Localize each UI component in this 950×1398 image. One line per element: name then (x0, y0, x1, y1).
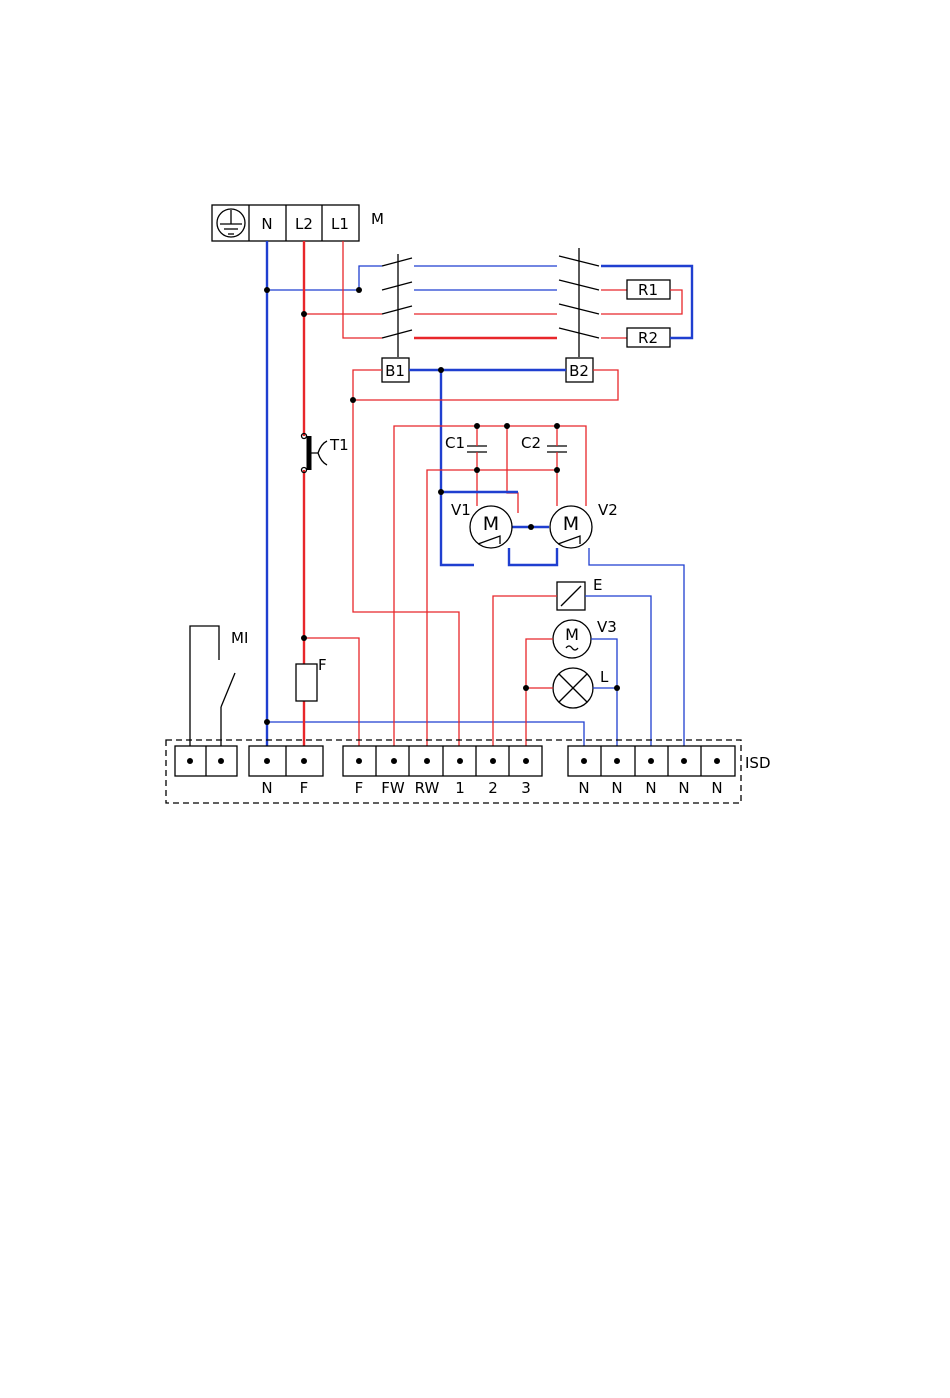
mains-terminal-l1: L1 (331, 215, 349, 233)
fan-v2-label: V2 (598, 501, 618, 519)
contactor-bridge-wires (414, 266, 557, 338)
fuse-f: F (296, 656, 327, 701)
fuse-label: F (318, 656, 327, 674)
contactor-b2-label: B2 (569, 362, 589, 380)
terminal-n-3: N (645, 779, 656, 797)
terminal-3: 3 (521, 779, 531, 797)
motor-v3-label: V3 (597, 618, 617, 636)
heater-r1-label: R1 (638, 281, 658, 299)
switch-mi-label: MI (231, 629, 248, 647)
heater-r2: R2 (601, 266, 692, 347)
component-e-label: E (593, 576, 602, 594)
heater-r1: R1 (601, 280, 682, 314)
switch-mi: MI (190, 626, 248, 763)
terminal-fw: FW (381, 779, 405, 797)
terminal-strip: ISD N F F FW RW 1 2 3 N N N N N (166, 740, 771, 803)
fan-v1-symbol: M (483, 513, 499, 535)
fan-v1-label: V1 (451, 501, 471, 519)
lamp-label: L (600, 668, 609, 686)
terminal-strip-label: ISD (745, 754, 771, 772)
capacitor-c2: C2 (521, 426, 567, 470)
terminal-n-main: N (261, 779, 272, 797)
contactor-b2-coil: B2 (566, 358, 593, 382)
contactor-b1-coil: B1 (382, 358, 409, 382)
thermostat-t1: T1 (302, 434, 349, 473)
mains-terminal-block: N L2 L1 M (212, 205, 384, 241)
capacitor-c1: C1 (445, 426, 487, 470)
mains-terminal-n: N (261, 215, 272, 233)
motor-v3-symbol: M (565, 625, 579, 644)
terminal-n-4: N (678, 779, 689, 797)
contactor-b1-contacts (382, 254, 412, 357)
mains-terminal-l2: L2 (295, 215, 313, 233)
fan-v2: M V2 (550, 501, 618, 548)
thermostat-label: T1 (329, 436, 349, 454)
terminal-2: 2 (488, 779, 498, 797)
capacitor-c2-label: C2 (521, 434, 541, 452)
terminal-f-main: F (300, 779, 309, 797)
contactor-b1-label: B1 (385, 362, 405, 380)
terminal-rw: RW (415, 779, 440, 797)
fan-v1: M V1 (451, 501, 512, 548)
heater-r2-label: R2 (638, 329, 658, 347)
mains-label: M (371, 210, 384, 228)
fan-v2-symbol: M (563, 513, 579, 535)
terminal-1: 1 (455, 779, 465, 797)
terminal-n-2: N (611, 779, 622, 797)
l1-neutral-tap (359, 266, 382, 290)
terminal-n-1: N (578, 779, 589, 797)
terminal-f: F (355, 779, 364, 797)
contactor-b2-contacts (559, 248, 599, 357)
capacitor-c1-label: C1 (445, 434, 465, 452)
terminal-n-5: N (711, 779, 722, 797)
